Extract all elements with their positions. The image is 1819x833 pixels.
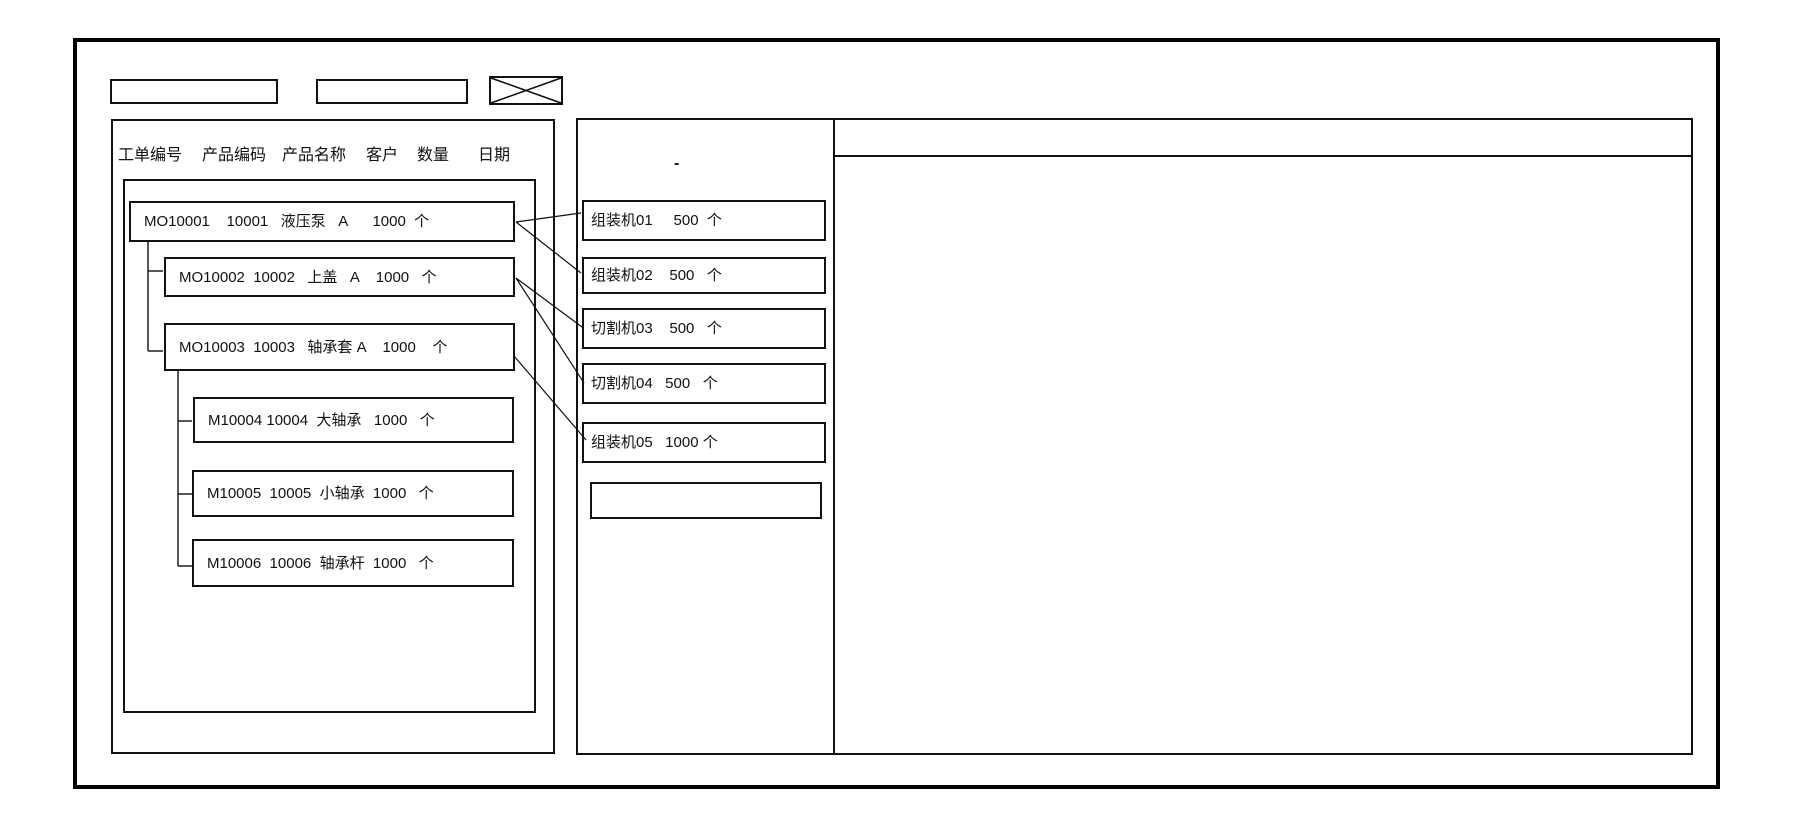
close-placeholder-icon[interactable] [489,76,563,105]
column-header-customer: 客户 [366,147,399,164]
column-header-order-no: 工单编号 [118,147,183,164]
machine-item-03[interactable]: 切割机03 500 个 [582,308,826,349]
x-glyph [491,78,561,103]
toolbar-field-b[interactable] [316,79,468,104]
tree-node-mo10001[interactable]: MO10001 10001 液压泵 A 1000 个 [129,201,515,242]
machine-item-empty[interactable] [590,482,822,519]
machine-item-05[interactable]: 组装机05 1000 个 [582,422,826,463]
detail-panel-header-divider [835,155,1693,157]
machine-item-02[interactable]: 组装机02 500 个 [582,257,826,294]
tree-node-m10005[interactable]: M10005 10005 小轴承 1000 个 [192,470,514,517]
tree-node-mo10002[interactable]: MO10002 10002 上盖 A 1000 个 [164,257,515,297]
tree-node-m10004[interactable]: M10004 10004 大轴承 1000 个 [193,397,514,443]
detail-panel-header [845,122,1685,152]
column-header-date: 日期 [478,147,511,164]
machine-panel-mark: - [674,155,680,172]
column-header-qty: 数量 [417,147,450,164]
window-frame [73,38,1720,789]
column-header-product-name: 产品名称 [282,147,347,164]
detail-panel [835,118,1693,755]
tree-node-mo10003[interactable]: MO10003 10003 轴承套 A 1000 个 [164,323,515,371]
machine-item-04[interactable]: 切割机04 500 个 [582,363,826,404]
tree-node-m10006[interactable]: M10006 10006 轴承杆 1000 个 [192,539,514,587]
column-header-product-code: 产品编码 [202,147,267,164]
machine-item-01[interactable]: 组装机01 500 个 [582,200,826,241]
toolbar-field-a[interactable] [110,79,278,104]
